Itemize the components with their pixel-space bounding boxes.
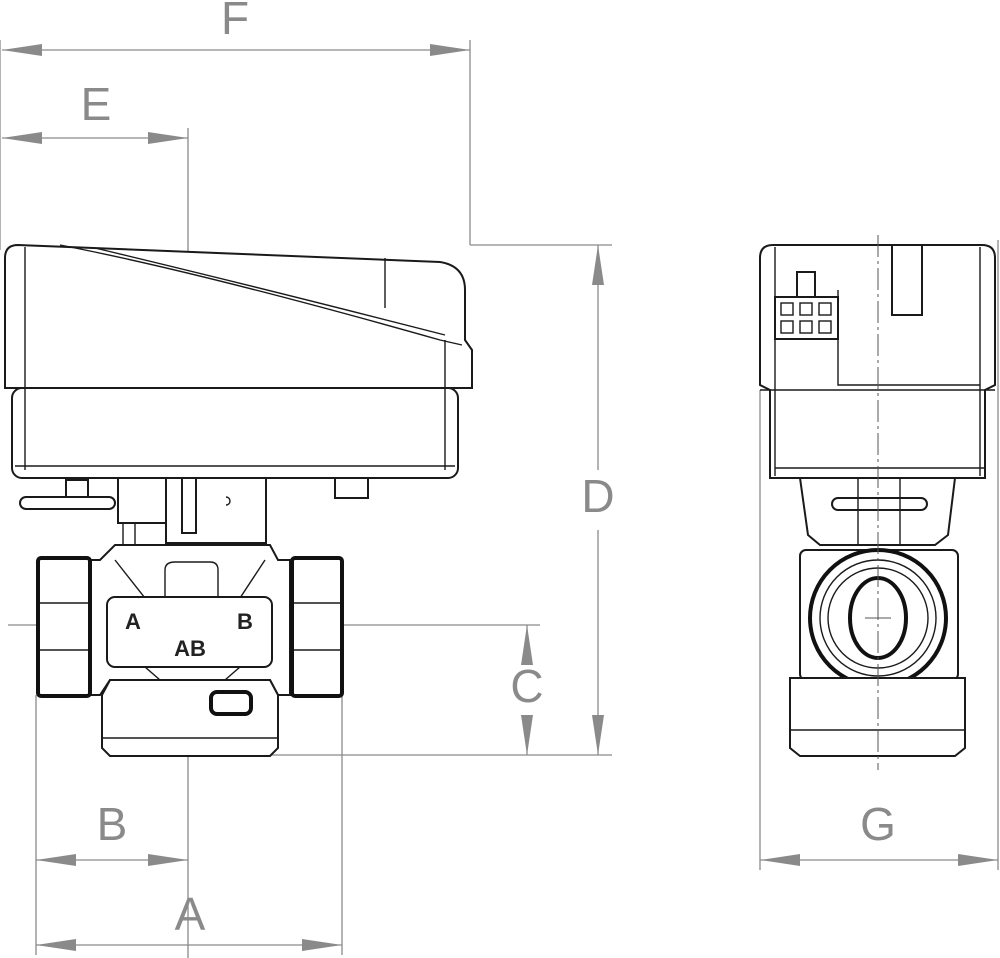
dimension-label-c: C (510, 660, 543, 712)
dimension-E: E (2, 78, 188, 144)
dimension-G: G (760, 798, 998, 866)
dimension-D: D (581, 245, 615, 755)
dimension-label-f: F (221, 0, 249, 44)
dimension-A: A (36, 888, 342, 951)
dimension-B: B (36, 798, 188, 866)
side-view (759, 235, 996, 770)
port-b-label: B (237, 609, 253, 634)
dimension-label-e: E (81, 78, 112, 130)
port-a-label: A (125, 609, 141, 634)
dimension-C: C (510, 625, 544, 755)
dimension-label-a: A (175, 888, 206, 940)
port-ab-label: AB (174, 636, 206, 661)
front-view: A B AB (4, 243, 473, 757)
dimension-label-g: G (860, 798, 896, 850)
dimension-label-d: D (581, 470, 614, 522)
dimension-label-b: B (97, 798, 128, 850)
connector-pins-icon (780, 302, 832, 334)
dimension-F: F (2, 0, 470, 56)
